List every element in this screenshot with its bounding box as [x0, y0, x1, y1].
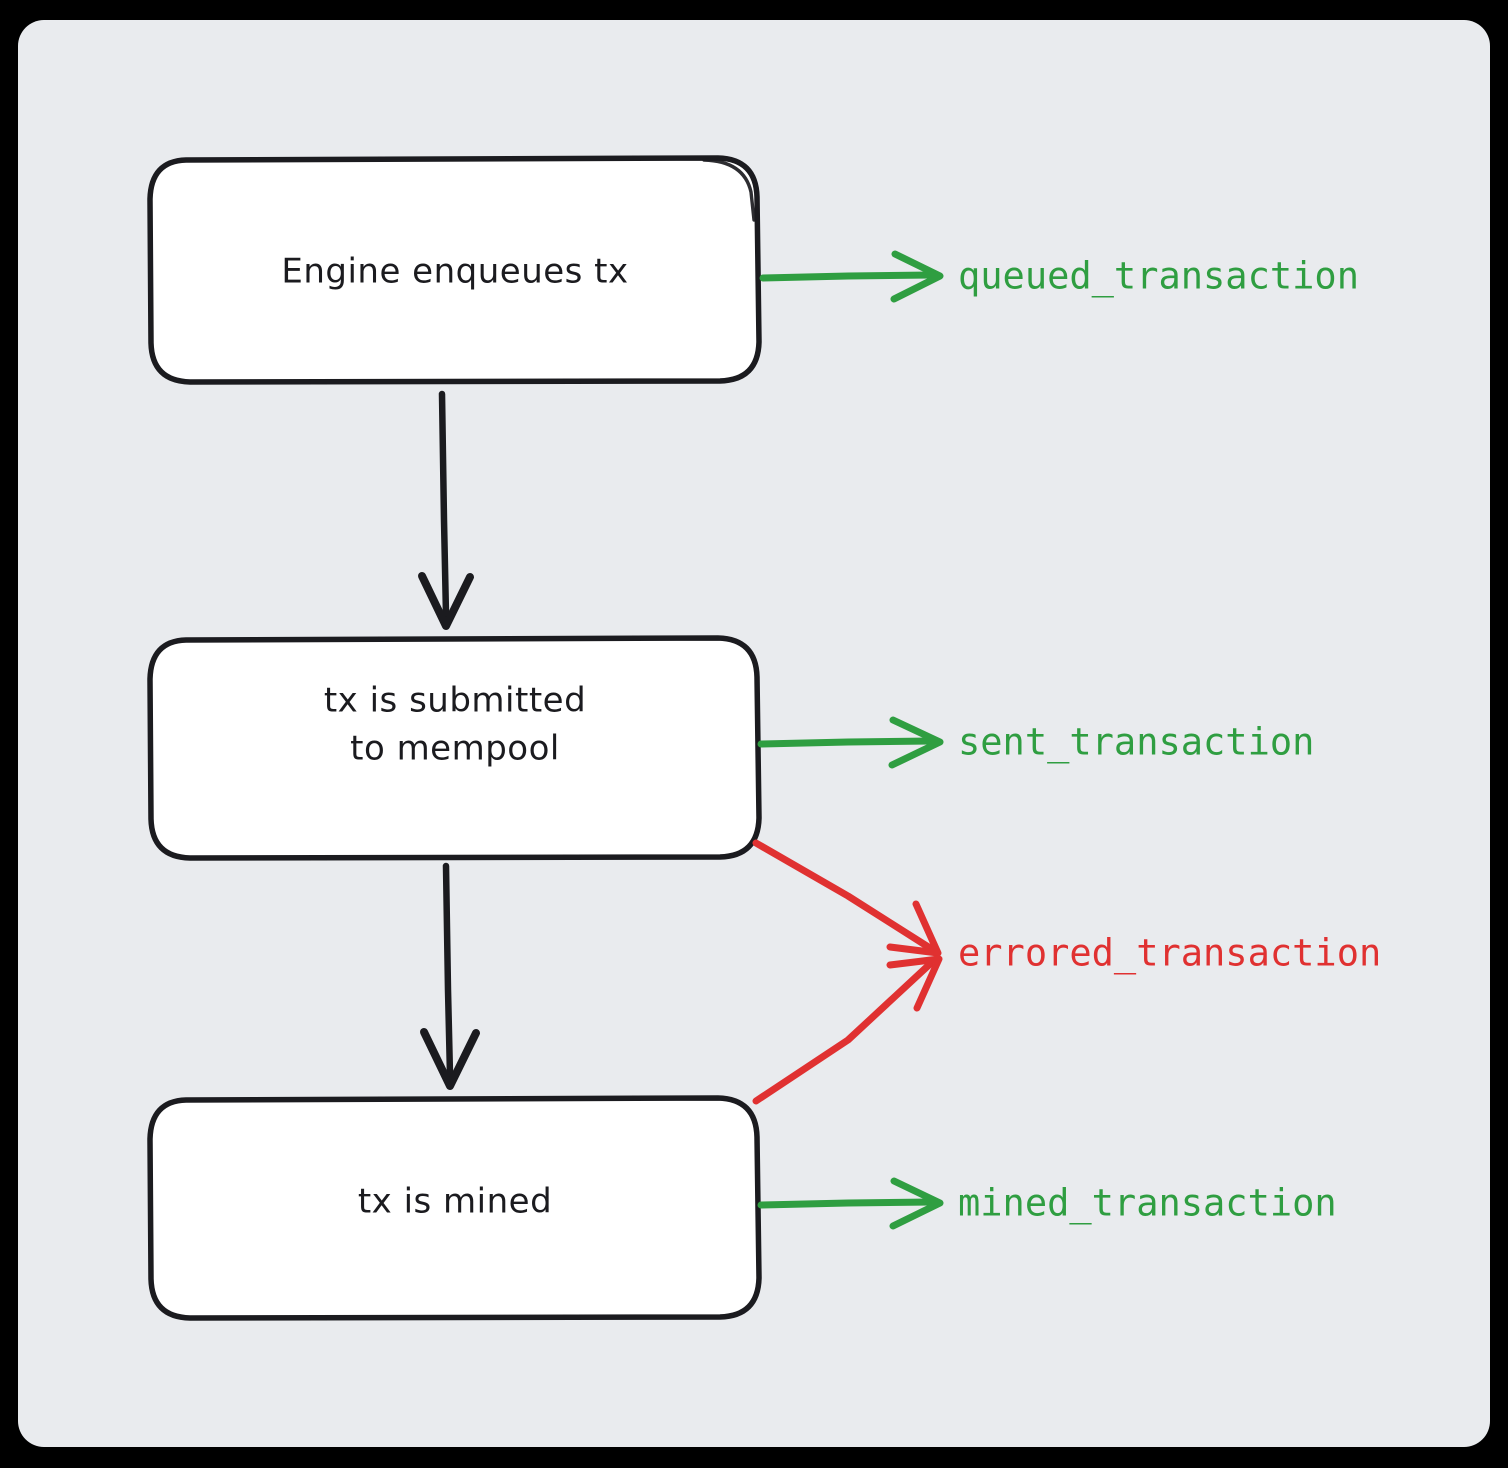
edge-enqueue-to-queued-arrowhead: [890, 250, 944, 303]
edge-submit-to-sent: [757, 716, 944, 769]
edge-submit-to-sent-line: [757, 737, 935, 748]
edge-submit-to-mined-arrowhead: [420, 1028, 480, 1090]
event-label-errored-transaction: errored_transaction: [958, 932, 1381, 976]
edge-submit-to-mined-line: [442, 862, 454, 1079]
edge-enqueue-to-queued: [759, 250, 944, 303]
node-submit-label-line2: to mempool: [350, 729, 560, 769]
node-enqueue-sketch-corner: [702, 158, 756, 222]
node-enqueue-label: Engine enqueues tx: [281, 252, 628, 292]
edge-submit-to-errored-line: [752, 839, 934, 952]
diagram-panel: Engine enqueues tx tx is submitted to me…: [18, 20, 1490, 1447]
node-mined-label: tx is mined: [358, 1182, 552, 1222]
edge-submit-to-sent-arrowhead: [888, 716, 944, 769]
edge-mined-to-errored: [752, 955, 943, 1105]
edge-mined-to-mined-event: [757, 1177, 944, 1230]
node-submit-shape: [147, 635, 762, 861]
edge-mined-to-mined-event-arrowhead: [889, 1177, 944, 1230]
edge-submit-to-mined: [420, 862, 480, 1090]
event-label-queued-transaction: queued_transaction: [958, 255, 1359, 299]
edge-mined-to-mined-event-line: [757, 1198, 935, 1209]
node-enqueue-shape: [147, 155, 762, 385]
edge-mined-to-errored-line: [752, 960, 934, 1105]
event-label-sent-transaction: sent_transaction: [958, 721, 1314, 765]
edge-enqueue-to-submit-line: [438, 390, 450, 619]
node-submit[interactable]: tx is submitted to mempool: [147, 635, 762, 861]
edge-enqueue-to-submit-arrowhead: [418, 572, 474, 630]
event-label-mined-transaction: mined_transaction: [958, 1182, 1337, 1226]
edge-submit-to-errored: [752, 839, 942, 957]
edge-mined-to-errored-arrowhead: [886, 955, 943, 1012]
flowchart-canvas: Engine enqueues tx tx is submitted to me…: [147, 155, 1381, 1321]
edge-enqueue-to-submit: [418, 390, 474, 630]
edge-enqueue-to-queued-line: [759, 271, 935, 282]
node-enqueue[interactable]: Engine enqueues tx: [147, 155, 762, 385]
node-mined[interactable]: tx is mined: [147, 1095, 762, 1321]
node-mined-shape: [147, 1095, 762, 1321]
node-submit-label-line1: tx is submitted: [324, 681, 586, 721]
edge-submit-to-errored-arrowhead: [886, 900, 942, 957]
